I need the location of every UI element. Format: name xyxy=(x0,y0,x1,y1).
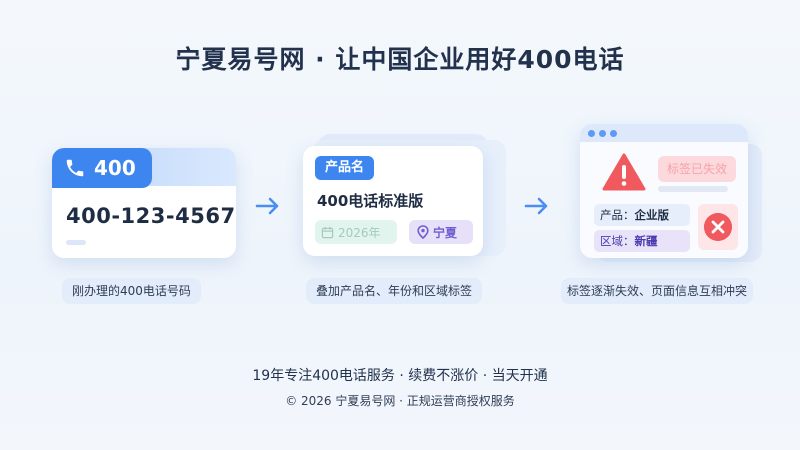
footer-slogan: 19年专注400电话服务 · 续费不涨价 · 当天开通 xyxy=(252,368,548,384)
placeholder-bar xyxy=(658,186,728,192)
year-text: 2026年 xyxy=(338,225,381,240)
region-tag: 宁夏 xyxy=(409,220,473,244)
warning-icon xyxy=(602,153,646,191)
calendar-icon xyxy=(321,226,334,238)
step-caption-1: 刚办理的400电话号码 xyxy=(62,278,201,304)
placeholder-bar xyxy=(66,240,86,245)
step-caption-3: 标签逐渐失效、页面信息互相冲突 xyxy=(561,278,754,304)
window-dot xyxy=(588,130,595,137)
phone-icon xyxy=(66,159,84,177)
close-circle-icon xyxy=(704,213,732,241)
product-info-row: 产品：企业版 xyxy=(594,204,690,226)
region-info-row: 区域：新疆 xyxy=(594,230,690,252)
product-info-label: 产品： xyxy=(600,208,635,222)
location-pin-icon xyxy=(417,225,429,239)
phone-number-card: 400 400-123-4567 xyxy=(52,148,236,258)
window-titlebar xyxy=(580,124,748,142)
window-dot xyxy=(599,130,606,137)
badge-label: 400 xyxy=(94,156,136,180)
arrow-right-icon xyxy=(255,197,279,215)
window-dot xyxy=(610,130,617,137)
step-caption-2: 叠加产品名、年份和区域标签 xyxy=(306,278,483,304)
phone-badge: 400 xyxy=(52,148,152,188)
product-info-value: 企业版 xyxy=(634,208,670,222)
region-info-value: 新疆 xyxy=(634,234,658,248)
arrow-right-icon xyxy=(524,197,548,215)
region-info-label: 区域： xyxy=(600,234,635,248)
expired-status-badge: 标签已失效 xyxy=(658,156,736,182)
page-title: 宁夏易号网 · 让中国企业用好400电话 xyxy=(175,45,625,74)
product-tag: 产品名 xyxy=(315,156,375,180)
phone-number: 400-123-4567 xyxy=(66,204,236,228)
product-label-card: 产品名 400电话标准版 2026年 宁夏 xyxy=(303,146,483,256)
year-tag: 2026年 xyxy=(315,220,397,244)
product-name: 400电话标准版 xyxy=(317,192,424,210)
conflict-window-card: 标签已失效 产品：企业版 区域：新疆 xyxy=(580,124,748,258)
footer-copyright: © 2026 宁夏易号网 · 正规运营商授权服务 xyxy=(285,394,515,408)
region-text: 宁夏 xyxy=(433,225,458,240)
error-box xyxy=(698,204,738,250)
